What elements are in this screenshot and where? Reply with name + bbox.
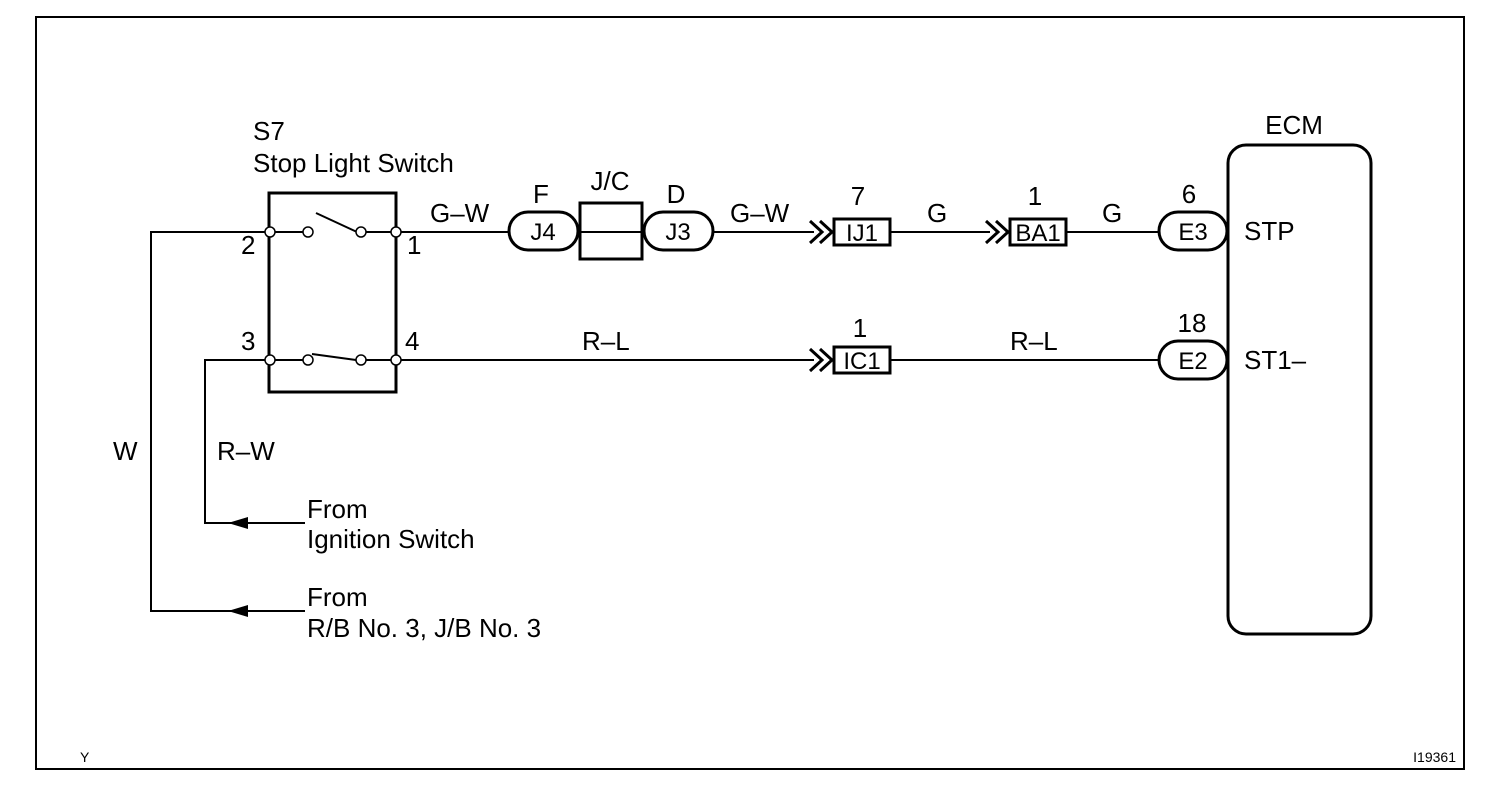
- connector-e2-label: E2: [1178, 348, 1207, 375]
- ecm-body: [1226, 143, 1373, 636]
- jc-pin-f: F: [533, 179, 549, 209]
- ecm-pin-st1: ST1–: [1244, 345, 1307, 375]
- switch-name: Stop Light Switch: [253, 148, 454, 178]
- wire-label-g-1: G: [927, 198, 947, 228]
- connector-e3-pin: 6: [1182, 179, 1196, 209]
- switch-code: S7: [253, 116, 285, 146]
- switch-terminal-1: [390, 226, 402, 238]
- connector-j4-label: J4: [530, 219, 555, 246]
- connector-ic1-label: IC1: [843, 348, 880, 375]
- pin-label-3: 3: [241, 326, 255, 356]
- ecm-label: ECM: [1265, 110, 1323, 140]
- connector-ij1-pin: 7: [851, 181, 865, 211]
- connector-ba1: [1008, 217, 1068, 247]
- source-rb-line1: From: [307, 582, 368, 612]
- ecm-pin-stp: STP: [1244, 216, 1295, 246]
- arrow-from-ignition: [228, 517, 248, 529]
- switch-terminal-2: [264, 226, 276, 238]
- jc-pin-d: D: [667, 179, 686, 209]
- source-ignition-line2: Ignition Switch: [307, 524, 475, 554]
- wire-w: [150, 231, 305, 612]
- wire-label-g-2: G: [1102, 198, 1122, 228]
- wire-rw: [204, 359, 305, 524]
- connector-ba1-label: BA1: [1015, 220, 1060, 247]
- stop-light-switch-body: [267, 191, 398, 394]
- corner-mark-left: Y: [80, 749, 90, 765]
- connector-j3-label: J3: [665, 219, 690, 246]
- chevron-ic1-icon: [808, 347, 835, 373]
- connector-e2-pin: 18: [1178, 308, 1207, 338]
- connector-ij1: [832, 217, 892, 247]
- wire-label-gw-1: G–W: [430, 198, 490, 228]
- source-ignition-line1: From: [307, 494, 368, 524]
- source-rb-line2: R/B No. 3, J/B No. 3: [307, 613, 541, 643]
- pin-label-2: 2: [241, 230, 255, 260]
- wire-label-gw-2: G–W: [730, 198, 790, 228]
- switch-terminal-3: [264, 354, 276, 366]
- wire-label-w: W: [113, 436, 138, 466]
- lower-switch-contact: [270, 353, 396, 366]
- switch-terminal-4: [390, 354, 402, 366]
- chevron-ba1-icon: [984, 219, 1011, 245]
- connector-ic1-pin: 1: [853, 313, 867, 343]
- wire-label-rl-1: R–L: [582, 326, 630, 356]
- connector-ij1-label: IJ1: [846, 220, 878, 247]
- pin-label-4: 4: [405, 326, 419, 356]
- diagram-frame: [35, 16, 1465, 770]
- figure-id: I19361: [1413, 749, 1456, 765]
- connector-e3-label: E3: [1178, 219, 1207, 246]
- wire-label-rw: R–W: [217, 436, 275, 466]
- upper-switch-contact: [270, 212, 396, 238]
- wire-label-rl-2: R–L: [1010, 326, 1058, 356]
- connector-ic1: [832, 345, 892, 375]
- connector-ba1-pin: 1: [1028, 181, 1042, 211]
- arrow-from-rb: [228, 605, 248, 617]
- junction-label: J/C: [591, 166, 630, 196]
- chevron-ij1-icon: [808, 219, 835, 245]
- pin-label-1: 1: [407, 230, 421, 260]
